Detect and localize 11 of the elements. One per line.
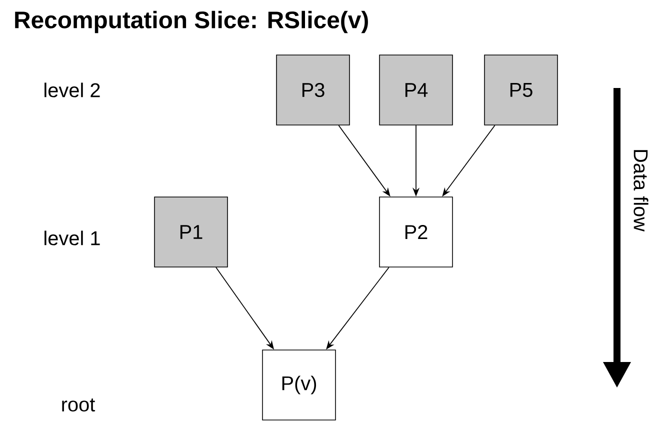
axis-label: Data flow xyxy=(634,150,648,232)
process-box: P4 xyxy=(379,54,453,126)
process-box: P1 xyxy=(154,196,228,268)
process-box: P3 xyxy=(276,54,350,126)
process-box: P5 xyxy=(484,54,558,126)
level-label: root xyxy=(62,398,96,412)
process-box: P2 xyxy=(379,196,453,268)
title: Recomputation Slice: RSlice(v) xyxy=(15,10,368,34)
level-label: level 2 xyxy=(44,82,100,98)
level-label: level 1 xyxy=(44,230,100,246)
process-box: P(v) xyxy=(262,350,336,420)
